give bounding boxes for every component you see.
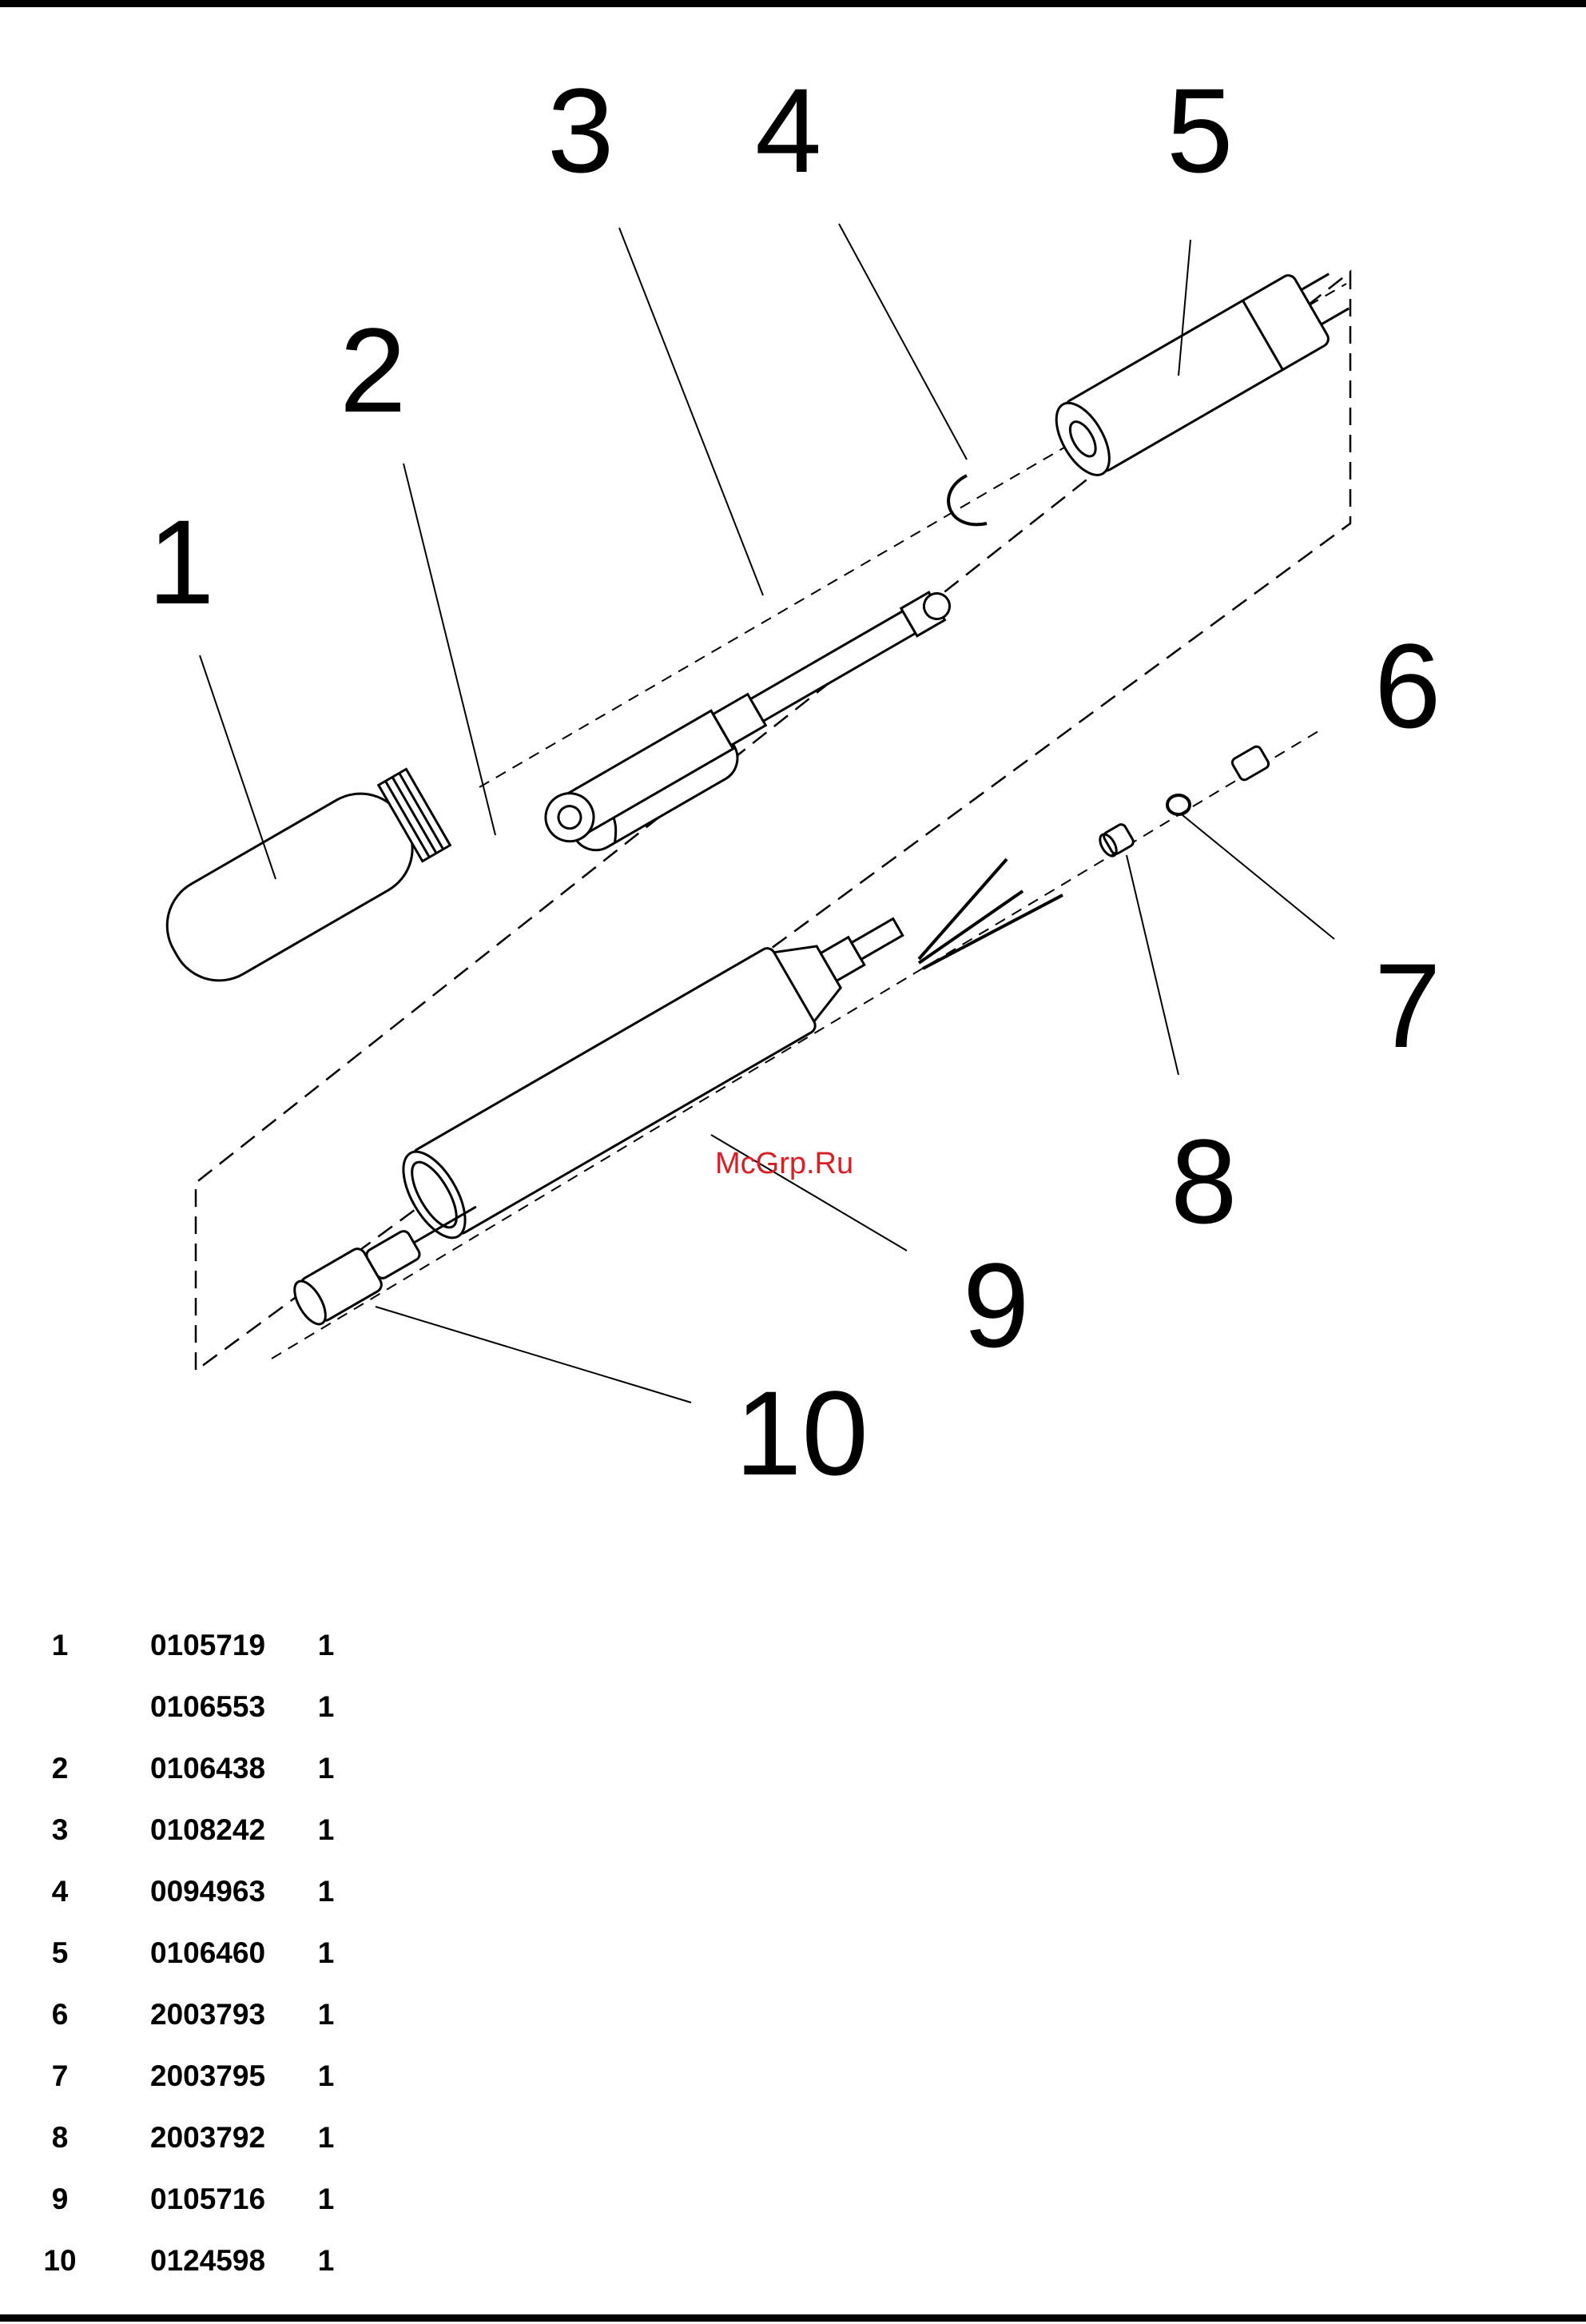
part-6-fitting bbox=[1230, 745, 1270, 782]
leader-7 bbox=[1183, 815, 1334, 939]
bottom-rule bbox=[0, 2314, 1586, 2322]
quantity: 1 bbox=[302, 1860, 350, 1922]
part-number: 0108242 bbox=[88, 1799, 302, 1860]
item-number bbox=[32, 1676, 88, 1737]
part-number: 2003793 bbox=[88, 1984, 302, 2045]
callout-8: 8 bbox=[1171, 1114, 1237, 1248]
exploded-diagram: 1 2 3 4 5 6 7 8 9 10 McGrp.Ru bbox=[0, 0, 1586, 1518]
part-number: 0105719 bbox=[88, 1614, 302, 1676]
part-number: 2003795 bbox=[88, 2045, 302, 2107]
quantity: 1 bbox=[302, 1799, 350, 1860]
leader-2 bbox=[403, 464, 495, 835]
part-number: 2003792 bbox=[88, 2107, 302, 2168]
part-9-housing bbox=[391, 885, 921, 1248]
part-number: 0094963 bbox=[88, 1860, 302, 1922]
quantity: 1 bbox=[302, 2045, 350, 2107]
leader-1 bbox=[200, 655, 276, 879]
part-number: 0106460 bbox=[88, 1922, 302, 1984]
item-number: 6 bbox=[32, 1984, 88, 2045]
callout-3: 3 bbox=[547, 63, 614, 197]
part-7-oring bbox=[1167, 795, 1190, 814]
part-8-bushing bbox=[1097, 823, 1135, 859]
item-number: 8 bbox=[32, 2107, 88, 2168]
callout-7: 7 bbox=[1374, 938, 1441, 1072]
part-number: 0105716 bbox=[88, 2168, 302, 2230]
item-number: 9 bbox=[32, 2168, 88, 2230]
quantity: 1 bbox=[302, 2230, 350, 2291]
quantity: 1 bbox=[302, 1922, 350, 1984]
callout-4: 4 bbox=[755, 63, 821, 197]
quantity: 1 bbox=[302, 1984, 350, 2045]
callout-1: 1 bbox=[148, 495, 214, 629]
part-5-tube bbox=[1046, 257, 1359, 484]
callout-10: 10 bbox=[735, 1366, 869, 1500]
part-number: 0106553 bbox=[88, 1676, 302, 1737]
part-3-element bbox=[537, 579, 960, 850]
quantity: 1 bbox=[302, 1737, 350, 1799]
watermark: McGrp.Ru bbox=[715, 1147, 853, 1180]
callout-6: 6 bbox=[1374, 619, 1441, 753]
callout-9: 9 bbox=[963, 1238, 1029, 1372]
callout-2: 2 bbox=[340, 303, 406, 437]
item-number: 1 bbox=[32, 1614, 88, 1676]
quantity: 1 bbox=[302, 1614, 350, 1676]
quantity: 1 bbox=[302, 2107, 350, 2168]
part-number: 0106438 bbox=[88, 1737, 302, 1799]
part-1-cap bbox=[149, 762, 454, 998]
leader-3 bbox=[619, 228, 763, 595]
item-number: 4 bbox=[32, 1860, 88, 1922]
part-number: 0124598 bbox=[88, 2230, 302, 2291]
quantity: 1 bbox=[302, 2168, 350, 2230]
item-number: 10 bbox=[32, 2230, 88, 2291]
callout-5: 5 bbox=[1167, 63, 1233, 197]
quantity: 1 bbox=[302, 1676, 350, 1737]
leader-10 bbox=[376, 1307, 691, 1403]
item-number: 7 bbox=[32, 2045, 88, 2107]
cable-leads bbox=[919, 859, 1063, 969]
item-number: 2 bbox=[32, 1737, 88, 1799]
item-number: 5 bbox=[32, 1922, 88, 1984]
leader-8 bbox=[1127, 855, 1179, 1075]
item-number: 3 bbox=[32, 1799, 88, 1860]
part-4-ring bbox=[948, 476, 987, 524]
leader-4 bbox=[839, 224, 967, 460]
